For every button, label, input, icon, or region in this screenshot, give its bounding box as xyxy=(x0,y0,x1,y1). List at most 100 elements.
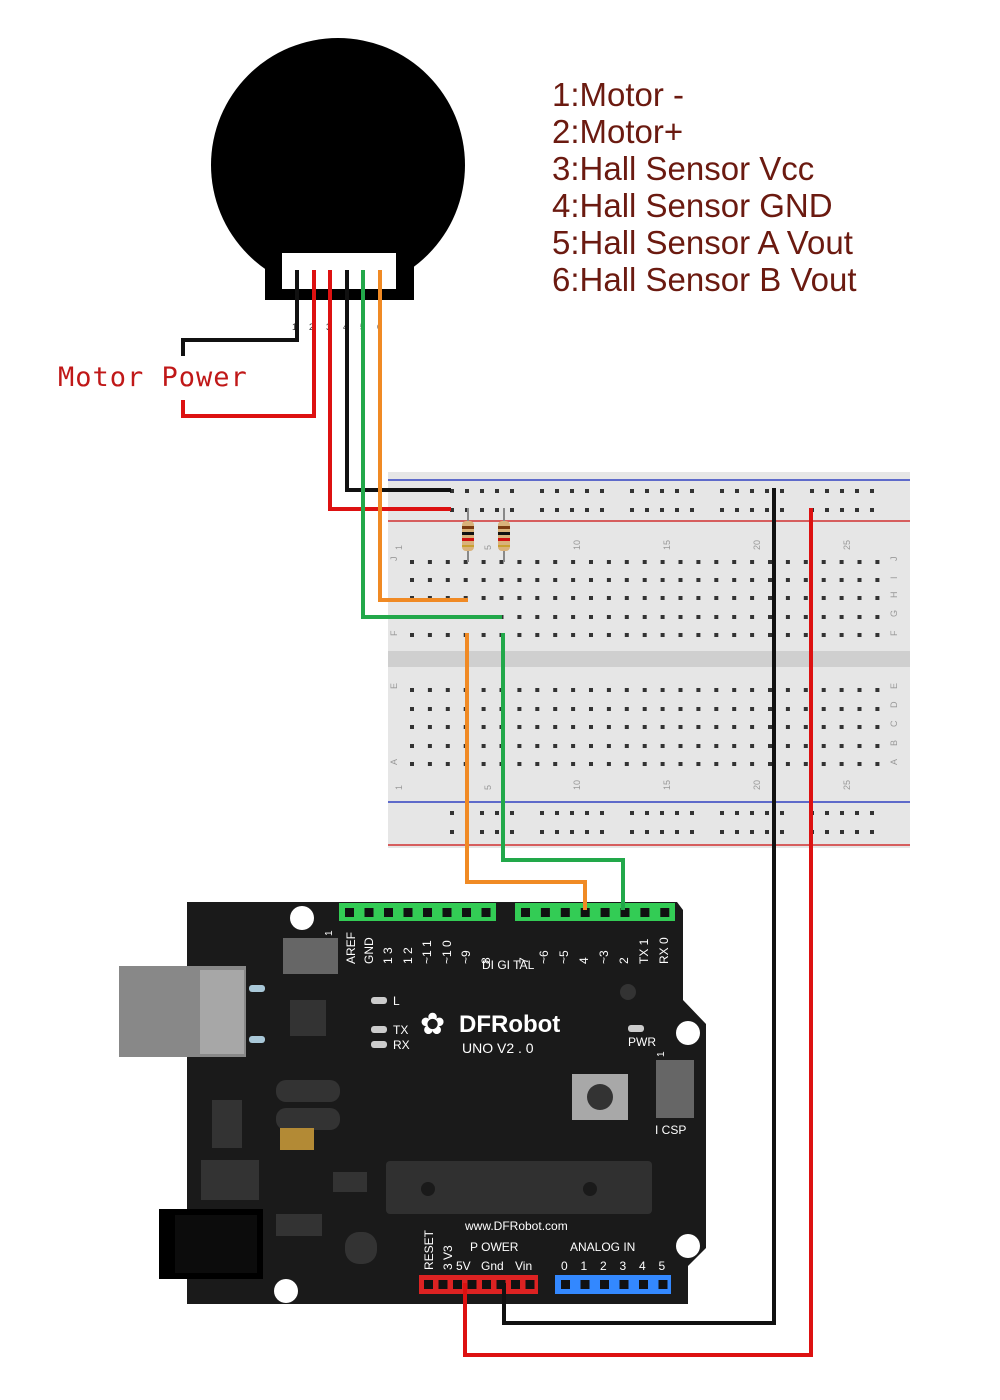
header-pin xyxy=(580,908,590,917)
hole xyxy=(690,508,694,512)
header-pin1-label: 1 xyxy=(324,930,335,936)
hole xyxy=(571,560,576,564)
hole xyxy=(839,633,844,637)
component xyxy=(201,1160,259,1200)
hole xyxy=(875,707,880,711)
hole xyxy=(660,560,665,564)
reset-button[interactable] xyxy=(587,1084,613,1110)
hole xyxy=(675,489,679,493)
hole xyxy=(606,744,611,748)
led xyxy=(249,1036,265,1043)
hole xyxy=(624,615,629,619)
hole xyxy=(855,508,859,512)
resistor xyxy=(462,508,474,562)
header-pin xyxy=(639,1280,648,1289)
hole xyxy=(589,688,593,692)
hole xyxy=(660,688,665,692)
hole xyxy=(839,744,844,748)
hole xyxy=(732,725,737,729)
hole xyxy=(750,508,754,512)
hole xyxy=(660,744,665,748)
hole xyxy=(768,578,772,582)
hole xyxy=(696,725,701,729)
hole xyxy=(589,762,593,766)
hole xyxy=(600,508,604,512)
hole xyxy=(857,615,862,619)
hole xyxy=(735,811,739,815)
hole xyxy=(589,560,593,564)
hole xyxy=(810,489,814,493)
icsp-header xyxy=(656,1060,694,1118)
hole xyxy=(499,596,504,600)
row-letter: F xyxy=(889,630,899,636)
hole xyxy=(553,596,558,600)
column-number: 15 xyxy=(662,780,672,790)
hole xyxy=(732,560,737,564)
hole xyxy=(427,744,432,748)
hole xyxy=(570,489,574,493)
hole xyxy=(606,707,611,711)
hole xyxy=(642,762,647,766)
hole xyxy=(750,725,755,729)
digital-label: DI GI TAL xyxy=(482,958,535,972)
hole xyxy=(732,744,737,748)
column-number: 15 xyxy=(662,540,672,550)
hole xyxy=(535,560,540,564)
hole xyxy=(720,489,724,493)
hole xyxy=(875,578,880,582)
hole xyxy=(463,578,468,582)
hole xyxy=(750,578,755,582)
hole xyxy=(589,707,593,711)
pin-label: 1 2 xyxy=(401,947,415,964)
hole xyxy=(785,688,790,692)
hole xyxy=(642,707,647,711)
hole xyxy=(571,707,576,711)
hole xyxy=(750,596,755,600)
hole xyxy=(821,762,826,766)
hole xyxy=(427,725,432,729)
hole xyxy=(690,811,694,815)
hole xyxy=(857,725,862,729)
hole xyxy=(540,508,544,512)
hole xyxy=(495,508,499,512)
hole xyxy=(696,596,701,600)
icsp-pin1-label: 1 xyxy=(656,1051,667,1057)
hole xyxy=(785,633,790,637)
hole xyxy=(696,707,701,711)
component xyxy=(276,1080,340,1102)
header-pin xyxy=(658,1280,668,1289)
hole xyxy=(606,762,611,766)
hole xyxy=(825,811,829,815)
hole xyxy=(875,744,880,748)
hole xyxy=(480,489,484,493)
hole xyxy=(660,578,665,582)
led-label-l: L xyxy=(393,994,400,1008)
hole xyxy=(660,489,664,493)
hole xyxy=(768,596,772,600)
hole xyxy=(821,688,826,692)
hole xyxy=(675,830,679,834)
hole xyxy=(445,707,450,711)
wire-hall-a-green xyxy=(361,270,502,619)
pin-label: 4 xyxy=(639,1259,646,1273)
hole xyxy=(714,688,719,692)
hole xyxy=(571,725,576,729)
hole xyxy=(785,725,790,729)
hole xyxy=(768,725,772,729)
pin-label: 2 xyxy=(617,957,631,964)
hole xyxy=(624,762,629,766)
hole xyxy=(857,596,862,600)
pwr-label: PWR xyxy=(628,1035,656,1049)
pin-label: 4 xyxy=(577,957,591,964)
hole xyxy=(606,633,611,637)
hole xyxy=(855,811,859,815)
header-pin xyxy=(640,908,650,917)
hole xyxy=(642,596,647,600)
hole xyxy=(642,633,647,637)
hole xyxy=(624,744,629,748)
hole xyxy=(499,578,504,582)
hole xyxy=(480,830,484,834)
hole xyxy=(642,688,647,692)
hole xyxy=(410,578,414,582)
column-number: 25 xyxy=(842,780,852,790)
